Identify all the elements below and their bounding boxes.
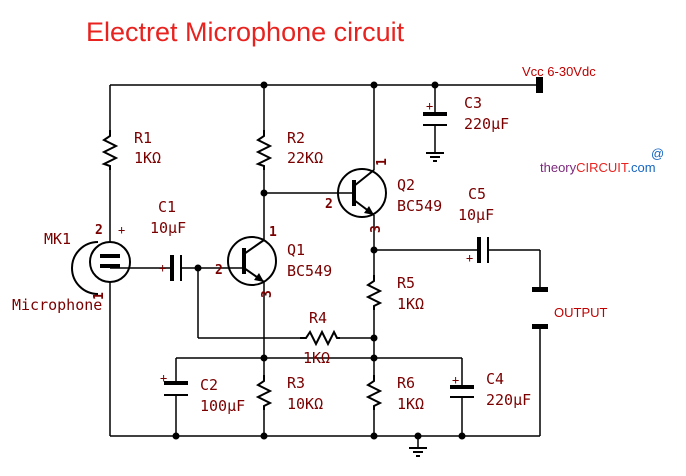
q2-pin3: 3 (369, 225, 384, 233)
output-terminal-bottom (532, 324, 548, 329)
q2-value: BC549 (397, 197, 442, 215)
q2-ref: Q2 (397, 176, 415, 194)
c4-plus: + (452, 373, 459, 387)
r5-resistor-symbol (365, 275, 383, 310)
c2-value: 100µF (200, 397, 245, 415)
junction-dots (172, 81, 466, 440)
c4-ref: C4 (486, 370, 504, 388)
r4-ref: R4 (309, 309, 327, 327)
vcc-terminal (536, 77, 543, 93)
r4-value: 1KΩ (303, 349, 330, 367)
brand-at: @ (651, 146, 664, 161)
c5-ref: C5 (468, 185, 486, 203)
c4-value: 220µF (486, 391, 531, 409)
r5-value: 1KΩ (397, 295, 424, 313)
c1-capacitor-symbol (170, 255, 182, 281)
q2-pin2: 2 (325, 197, 333, 212)
r5-ref: R5 (397, 274, 415, 292)
r6-ref: R6 (397, 374, 415, 392)
c2-plus: + (160, 371, 167, 385)
r3-ref: R3 (287, 374, 305, 392)
q1-pin1: 1 (269, 225, 277, 240)
r6-value: 1KΩ (397, 395, 424, 413)
mk1-pin1: 1 (92, 292, 107, 300)
ground-symbol-main (409, 447, 427, 457)
q1-pin2: 2 (215, 263, 223, 278)
q1-pin3: 3 (260, 290, 275, 298)
vcc-label: Vcc 6-30Vdc (522, 64, 596, 79)
c3-capacitor-symbol (423, 112, 447, 126)
c2-ref: C2 (200, 376, 218, 394)
diagram-title: Electret Microphone circuit (86, 17, 405, 47)
output-terminal-top (532, 287, 548, 292)
mk1-value: Microphone (12, 296, 102, 314)
c5-value: 10µF (458, 206, 494, 224)
c1-ref: C1 (158, 198, 176, 216)
q2-pin1: 1 (375, 158, 390, 166)
c4-capacitor-symbol (450, 385, 474, 398)
r2-ref: R2 (287, 129, 305, 147)
r2-resistor-symbol (255, 130, 273, 170)
q2-transistor-symbol (337, 168, 387, 218)
c1-plus: + (159, 261, 166, 275)
c3-value: 220µF (464, 115, 509, 133)
r3-value: 10KΩ (287, 395, 323, 413)
mk1-ref: MK1 (44, 230, 71, 248)
mk1-pin2: 2 (95, 223, 103, 238)
r1-value: 1KΩ (134, 149, 161, 167)
ground-symbol-c3 (426, 152, 444, 162)
r1-ref: R1 (134, 129, 152, 147)
r1-resistor-symbol (101, 130, 119, 170)
mk1-microphone-symbol (71, 228, 131, 298)
brand-logo: theoryCIRCUIT.com (540, 160, 656, 175)
r2-value: 22KΩ (287, 149, 323, 167)
c1-value: 10µF (150, 219, 186, 237)
c3-plus: + (426, 99, 433, 113)
q1-value: BC549 (287, 262, 332, 280)
r6-resistor-symbol (365, 375, 383, 410)
c5-capacitor-symbol (477, 237, 489, 263)
wires (109, 84, 541, 448)
c3-ref: C3 (464, 94, 482, 112)
mk1-plus: + (118, 223, 125, 237)
r3-resistor-symbol (255, 375, 273, 410)
output-label: OUTPUT (554, 305, 608, 320)
q1-transistor-symbol (227, 236, 277, 286)
q1-ref: Q1 (287, 241, 305, 259)
r4-resistor-symbol (300, 329, 340, 347)
c2-capacitor-symbol (164, 380, 188, 402)
c5-plus: + (466, 251, 473, 265)
